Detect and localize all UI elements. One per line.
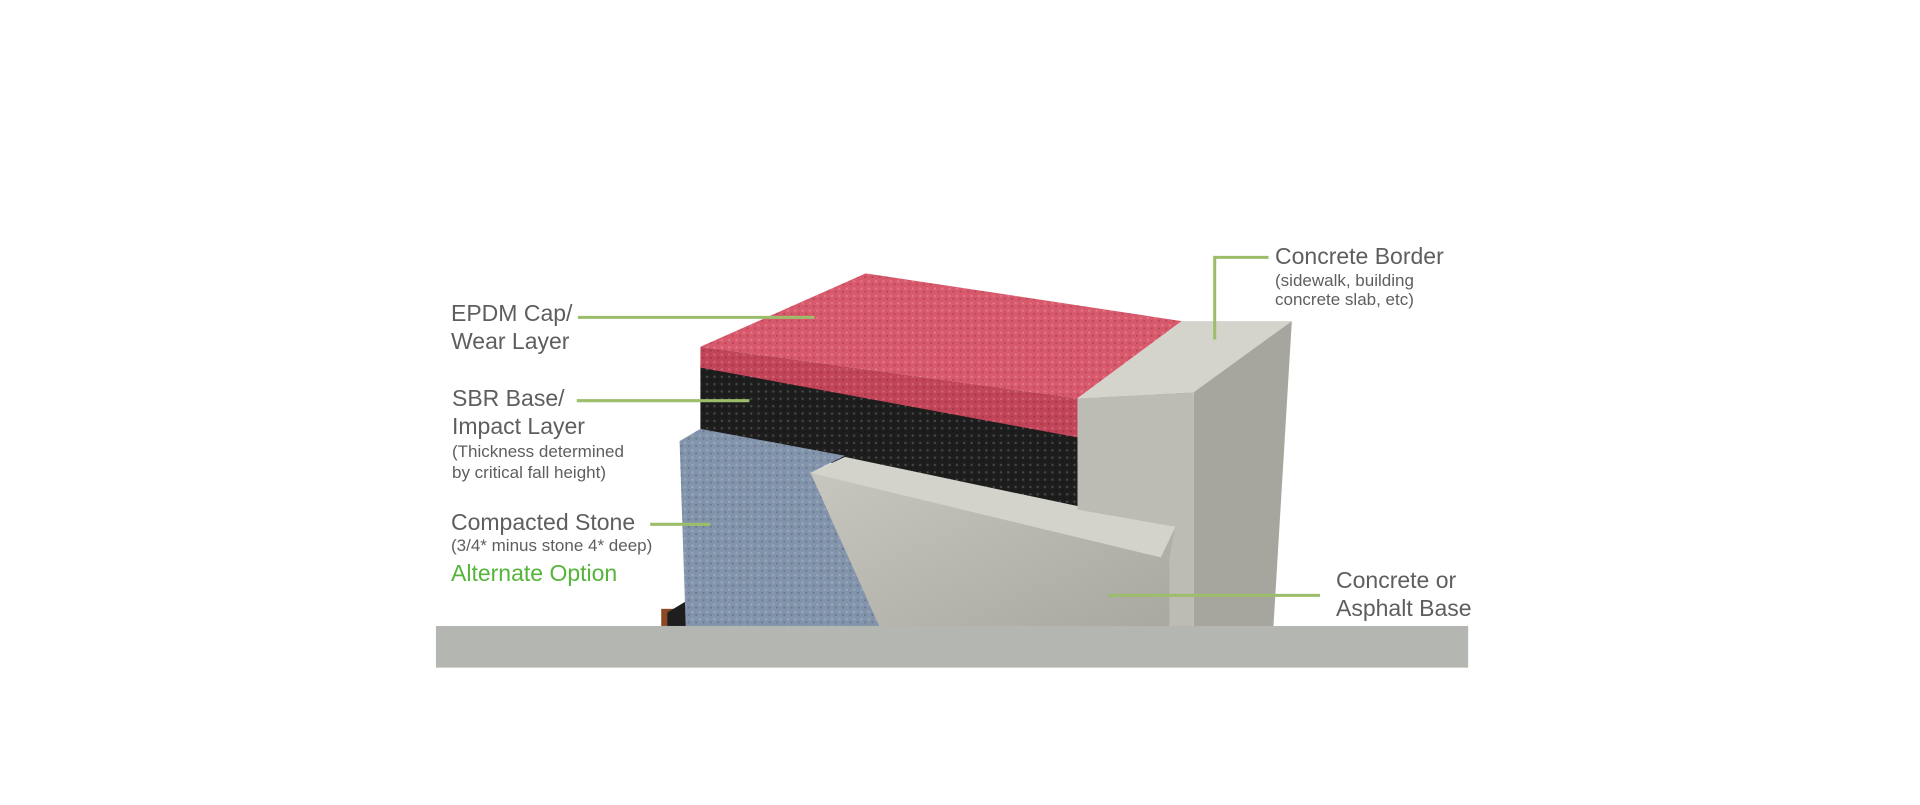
epdm-label: EPDM Cap/	[451, 300, 573, 326]
concrete-border-top	[1077, 321, 1292, 399]
epdm-texture	[700, 273, 1182, 438]
sbr-label: SBR Base/	[452, 385, 565, 411]
alternate-option-label: Alternate Option	[451, 560, 618, 586]
stone-note: (3/4* minus stone 4* deep)	[451, 536, 653, 555]
stone-label: Compacted Stone	[451, 509, 636, 535]
sbr-label-2: Impact Layer	[452, 413, 585, 439]
sbr-note-2: by critical fall height)	[452, 463, 607, 482]
sbr-texture	[700, 365, 1078, 510]
stone-texture	[679, 428, 882, 626]
base-label: Concrete or	[1336, 567, 1457, 593]
concrete-base-slab	[810, 456, 1176, 626]
epdm-label-2: Wear Layer	[451, 328, 570, 354]
base-label-2: Asphalt Base	[1336, 595, 1472, 621]
ground-bar	[435, 625, 1469, 668]
concrete-border-side	[1193, 321, 1292, 626]
leader-border	[1213, 255, 1269, 340]
border-label: Concrete Border	[1275, 243, 1444, 269]
sbr-note: (Thickness determined	[452, 442, 624, 461]
border-note: (sidewalk, building	[1275, 271, 1414, 290]
border-note-2: concrete slab, etc)	[1275, 290, 1414, 309]
concrete-base-bevel	[810, 456, 1176, 558]
concrete-border-front	[1077, 392, 1194, 626]
